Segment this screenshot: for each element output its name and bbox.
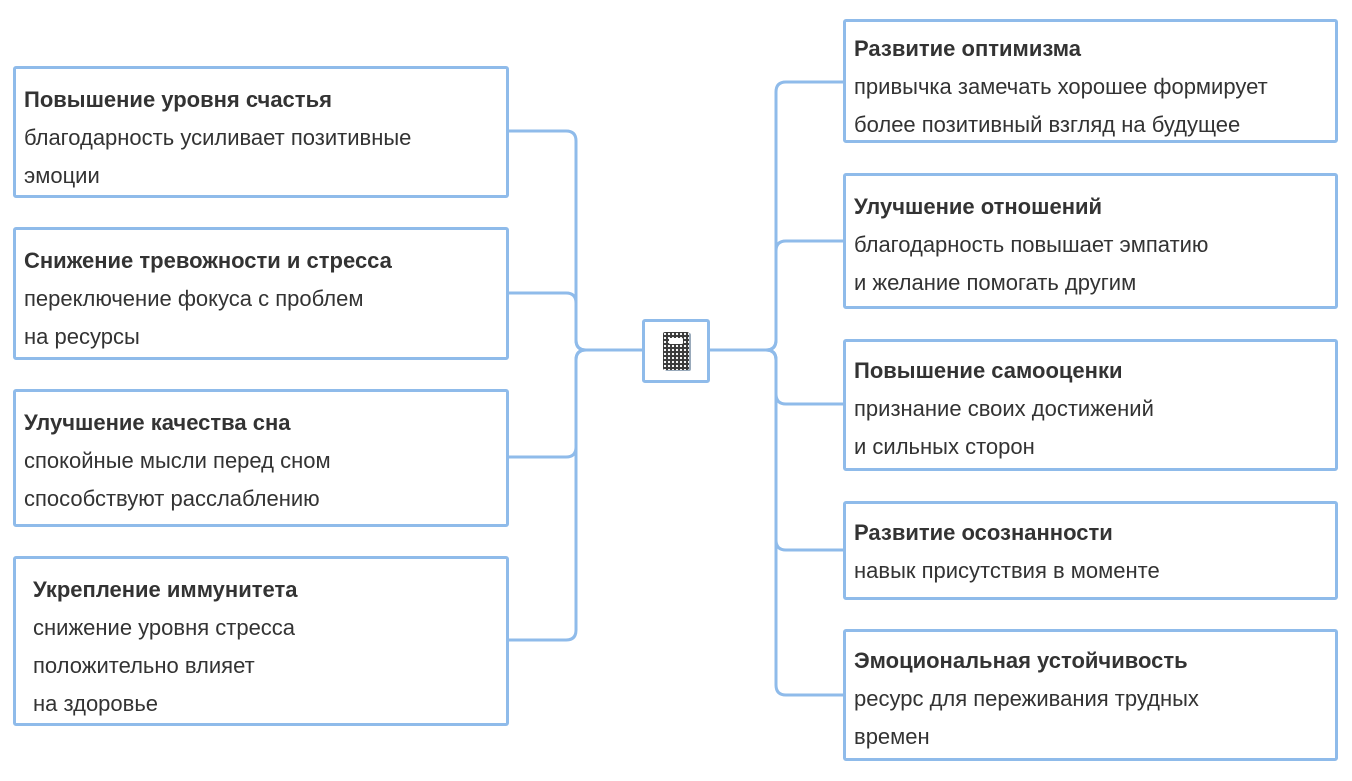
- node-description: признание своих достижений и сильных сто…: [854, 396, 1154, 459]
- node-description: привычка замечать хорошее формирует боле…: [854, 74, 1268, 137]
- node-description: навык присутствия в моменте: [854, 558, 1160, 583]
- node-title: Повышение уровня счастья: [24, 87, 332, 112]
- node-description: переключение фокуса с проблем на ресурсы: [24, 286, 364, 349]
- notebook-icon: [663, 332, 689, 370]
- central-node[interactable]: [642, 319, 710, 383]
- node-title: Улучшение качества сна: [24, 410, 291, 435]
- node-title: Эмоциональная устойчивость: [854, 648, 1188, 673]
- right-node-mindfulness[interactable]: Развитие осознанности навык присутствия …: [843, 501, 1338, 600]
- right-node-resilience[interactable]: Эмоциональная устойчивость ресурс для пе…: [843, 629, 1338, 761]
- left-node-sleep[interactable]: Улучшение качества сна спокойные мысли п…: [13, 389, 509, 527]
- node-title: Укрепление иммунитета: [33, 577, 298, 602]
- right-node-self-esteem[interactable]: Повышение самооценки признание своих дос…: [843, 339, 1338, 471]
- connector-left-1: [509, 291, 642, 352]
- node-description: спокойные мысли перед сном способствуют …: [24, 448, 331, 511]
- node-description: снижение уровня стресса положительно вли…: [33, 615, 296, 716]
- connector-right-4: [710, 348, 843, 697]
- right-node-optimism[interactable]: Развитие оптимизма привычка замечать хор…: [843, 19, 1338, 143]
- node-title: Повышение самооценки: [854, 358, 1123, 383]
- right-node-relationships[interactable]: Улучшение отношений благодарность повыша…: [843, 173, 1338, 309]
- node-title: Снижение тревожности и стресса: [24, 248, 392, 273]
- node-title: Развитие оптимизма: [854, 36, 1081, 61]
- node-description: благодарность усиливает позитивные эмоци…: [24, 125, 412, 188]
- node-title: Развитие осознанности: [854, 520, 1113, 545]
- left-node-happiness[interactable]: Повышение уровня счастья благодарность у…: [13, 66, 509, 198]
- left-node-immunity[interactable]: Укрепление иммунитета снижение уровня ст…: [13, 556, 509, 726]
- connector-right-1: [710, 239, 843, 352]
- node-title: Улучшение отношений: [854, 194, 1103, 219]
- connector-left-3: [509, 348, 642, 642]
- node-description: ресурс для переживания трудных времен: [854, 686, 1199, 749]
- left-node-anxiety[interactable]: Снижение тревожности и стресса переключе…: [13, 227, 509, 360]
- node-description: благодарность повышает эмпатию и желание…: [854, 232, 1209, 295]
